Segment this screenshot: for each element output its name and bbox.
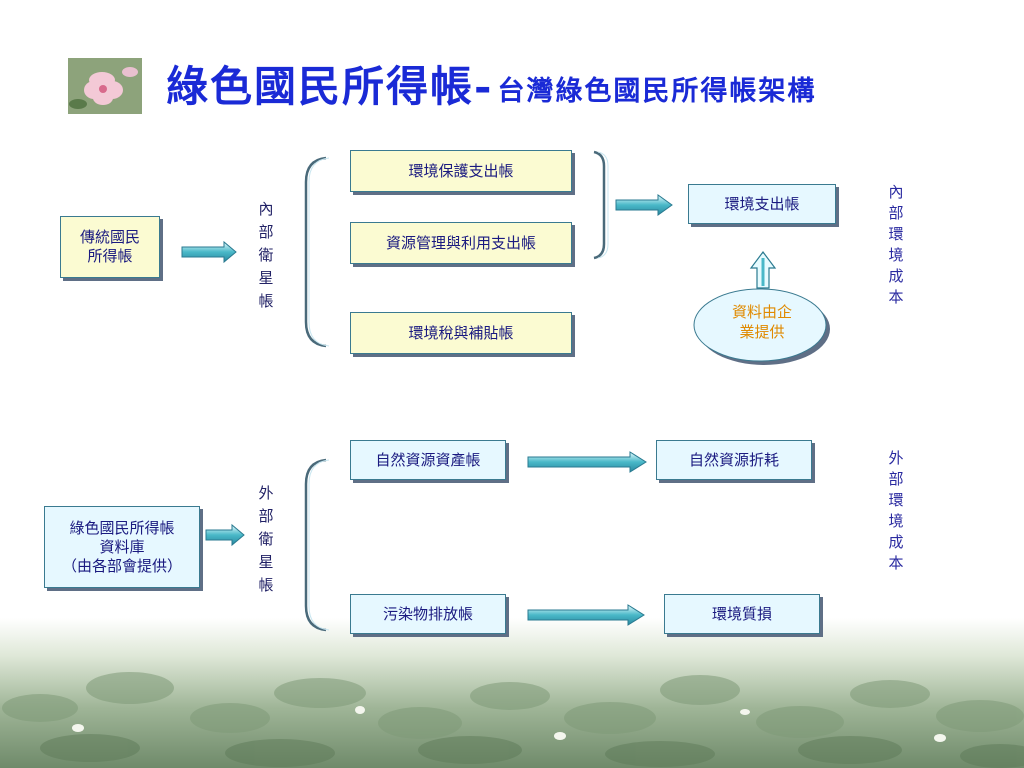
internal-brace [304, 156, 327, 348]
external-cost-label: 外部環境成本 [888, 449, 904, 572]
database-line2: 資料庫 [99, 537, 145, 556]
database-line3: （由各部會提供） [61, 556, 182, 575]
arrow-database-to-external [205, 523, 245, 547]
external-brace [304, 458, 327, 632]
internal-account-3: 環境稅與補貼帳 [350, 312, 572, 354]
internal-right-bracket [593, 150, 606, 260]
green-income-database-box: 綠色國民所得帳 資料庫 （由各部會提供） [44, 506, 200, 588]
external-account-1: 自然資源資產帳 [350, 440, 506, 480]
provider-line1: 資料由企 [731, 303, 792, 321]
title-subtitle: 台灣綠色國民所得帳架構 [497, 76, 817, 107]
title-main: 綠色國民所得帳- [166, 62, 494, 111]
arrow-provider-up [749, 251, 777, 289]
arrow-pollution-to-damage [527, 604, 645, 626]
external-target-2: 環境質損 [664, 594, 820, 634]
provider-ellipse [693, 288, 830, 365]
page-title: 綠色國民所得帳- 台灣綠色國民所得帳架構 [166, 52, 816, 114]
internal-account-1: 環境保護支出帳 [350, 150, 572, 192]
traditional-line1: 傳統國民 [79, 228, 140, 246]
flower-photo-icon [68, 58, 142, 114]
arrow-assets-to-depletion [527, 451, 647, 473]
provider-line2: 業提供 [739, 323, 785, 341]
plant-field-background [0, 618, 1024, 768]
database-line1: 綠色國民所得帳 [69, 518, 175, 537]
external-target-1: 自然資源折耗 [656, 440, 812, 480]
internal-satellite-label: 內部衛星帳 [258, 200, 274, 310]
internal-cost-label: 內部環境成本 [888, 183, 904, 306]
arrow-internal-to-expense [615, 194, 673, 216]
external-account-2: 污染物排放帳 [350, 594, 506, 634]
external-satellite-label: 外部衛星帳 [258, 484, 274, 594]
traditional-line2: 所得帳 [87, 247, 133, 265]
provider-text: 資料由企 業提供 [712, 302, 812, 342]
environmental-expense-box: 環境支出帳 [688, 184, 836, 224]
internal-account-2: 資源管理與利用支出帳 [350, 222, 572, 264]
traditional-national-income-box: 傳統國民 所得帳 [60, 216, 160, 278]
arrow-traditional-to-internal [181, 240, 237, 264]
